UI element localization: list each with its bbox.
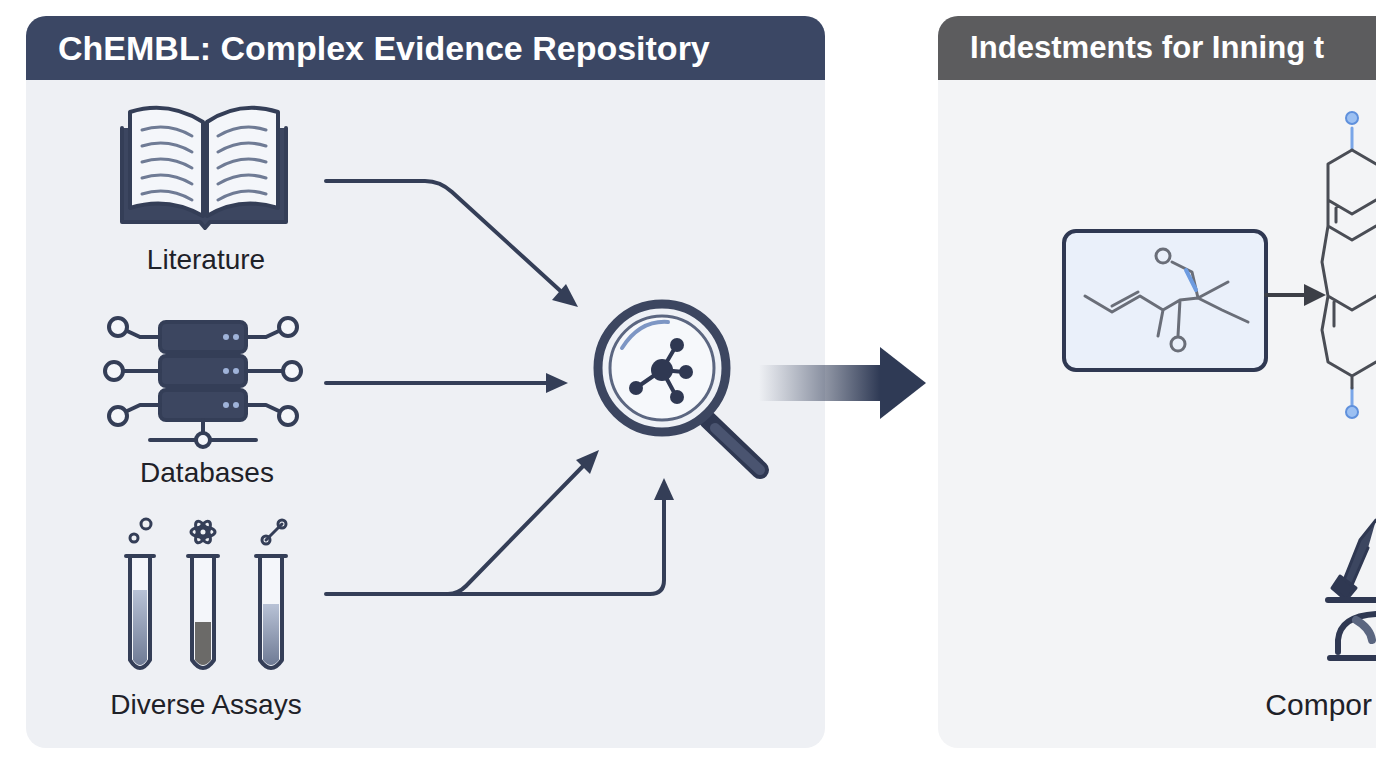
icon-label: Diverse Assays [110, 689, 301, 721]
icon-label: Literature [147, 244, 265, 276]
right-icons [1064, 112, 1376, 658]
flow-arrow [759, 347, 926, 419]
panel-title: ChEMBL: Complex Evidence Repository [26, 16, 825, 80]
panel-caption: Compor [1265, 688, 1372, 722]
panel-title: Indestments for Inning t [938, 16, 1376, 80]
icon-label: Databases [140, 457, 274, 489]
left-icons [105, 108, 760, 668]
application-panel: Indestments for Inning t Compor [938, 16, 1376, 748]
